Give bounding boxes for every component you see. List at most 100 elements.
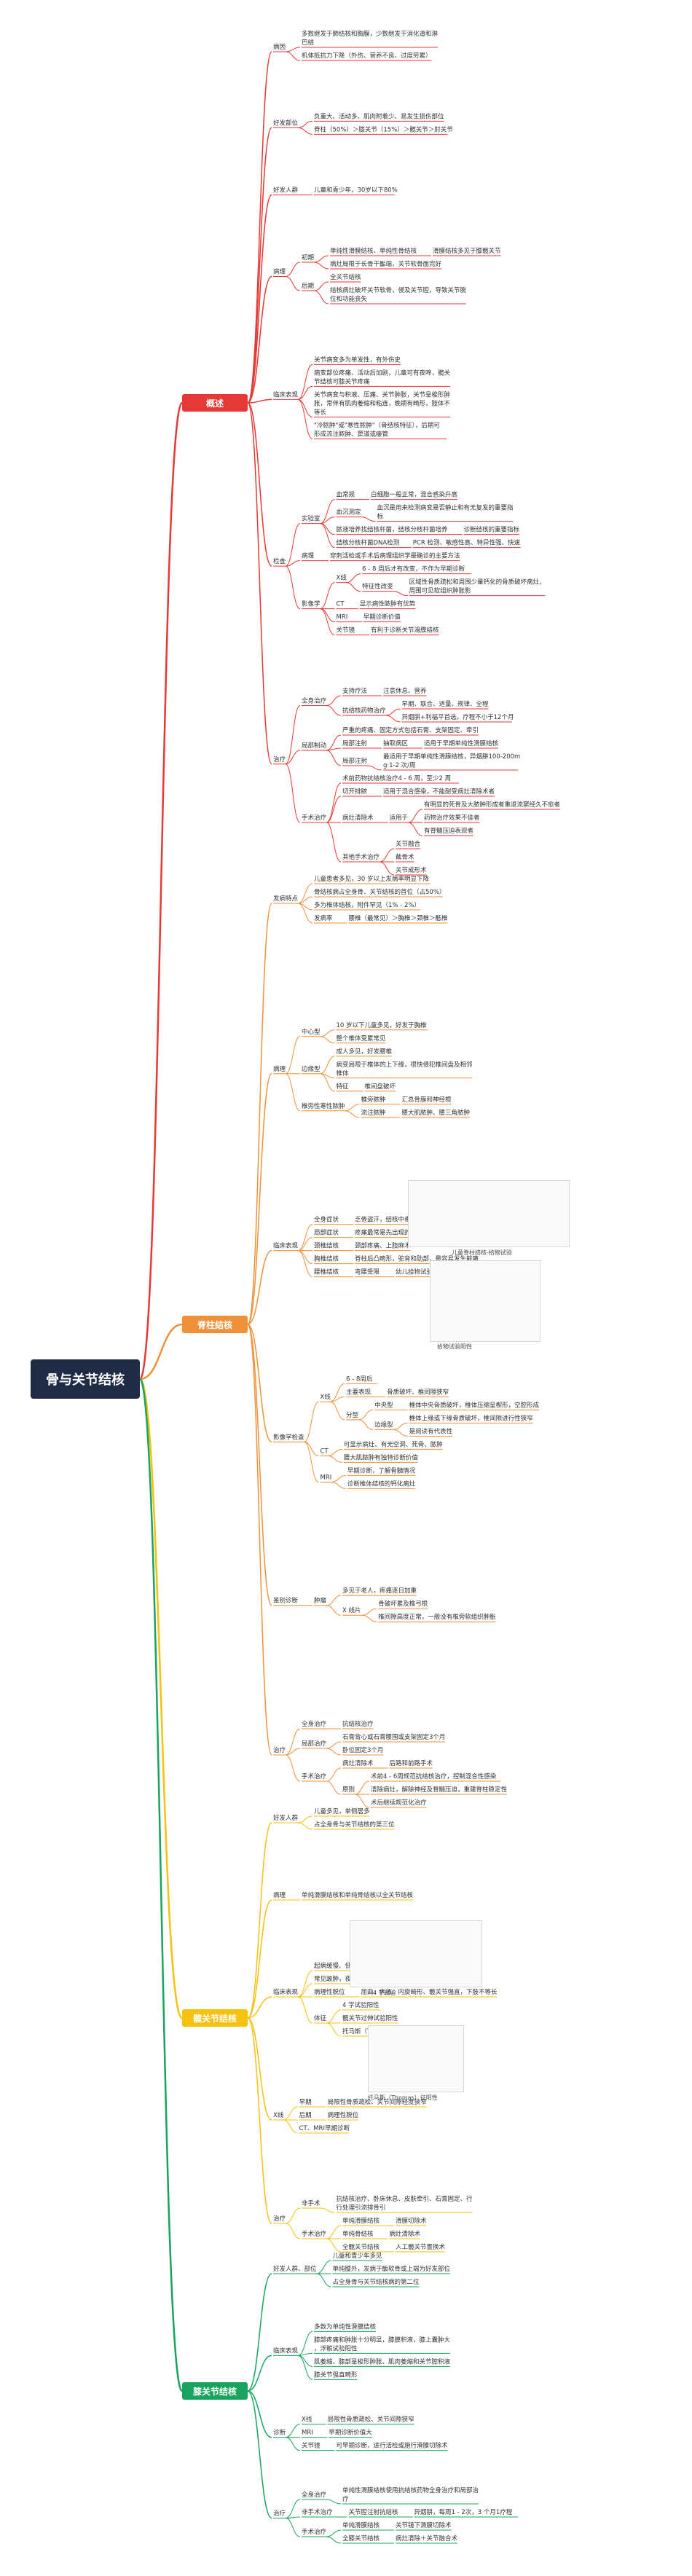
topic-node-d4[interactable]: 骨破坏累及椎弓根	[378, 1600, 428, 1608]
topic-node-d3[interactable]: CT	[337, 601, 345, 608]
topic-node-d2[interactable]: 多为椎体结核，附件罕见（1% - 2%）	[314, 901, 420, 909]
topic-node-d2[interactable]: 局部症状	[314, 1229, 339, 1237]
topic-node-d2[interactable]: 病变部位疼痛、活动后加剧，儿童可有夜啼，髋关节结核可膝关节疼痛	[314, 369, 451, 385]
topic-node-d3[interactable]: 4 字试验阳性	[342, 2001, 380, 2009]
topic-node-d2[interactable]: 早期	[299, 2099, 312, 2106]
topic-node-d1[interactable]: X线	[273, 2111, 284, 2119]
topic-node-d1[interactable]: 好发部位	[273, 119, 299, 127]
branch-topic-2[interactable]: 髋关节结核	[182, 2009, 248, 2027]
topic-node-d2[interactable]: CT	[321, 1448, 329, 1455]
topic-node-d5[interactable]: 区域性骨质疏松和周围少量钙化的骨质破坏病灶，周围可见软组织肿胀影	[409, 578, 546, 595]
topic-node-d3[interactable]: 全髋关节结核	[342, 2243, 380, 2251]
topic-node-d3[interactable]: 抗结核治疗、卧床休息、皮肤牵引、石膏固定、行行处理引流排骨引	[337, 2195, 473, 2212]
topic-node-d4[interactable]: 滑膜结核多见于膝髋关节	[433, 247, 501, 255]
topic-node-d2[interactable]: 初期	[302, 254, 314, 262]
topic-node-d2[interactable]: X线	[302, 2416, 312, 2424]
topic-node-d2[interactable]: 关节镜	[302, 2442, 321, 2450]
root-topic[interactable]: 骨与关节结核	[31, 1359, 140, 1399]
topic-node-d1[interactable]: 治疗	[273, 1746, 286, 1754]
topic-node-d4[interactable]: 边缘型	[374, 1421, 393, 1429]
topic-node-d2[interactable]: 占全身骨与关节结核病的第二位	[333, 2278, 420, 2286]
topic-node-d3[interactable]: 病灶清除术	[342, 814, 374, 822]
topic-node-d2[interactable]: 体征	[314, 2014, 327, 2022]
topic-node-d3[interactable]: 全膝关节结核	[342, 2534, 380, 2542]
topic-node-d3[interactable]: 脊柱后凸畸形，驼背和肋部，最容易发生截瘫	[355, 1255, 479, 1263]
topic-node-d2[interactable]: MRI	[302, 2430, 313, 2437]
topic-node-d3[interactable]: 脓液培养找结核杆菌，结核分枝杆菌培养	[337, 526, 449, 534]
topic-node-d3[interactable]: 诊断椎体结核的钙化病灶	[347, 1480, 416, 1488]
topic-node-d4[interactable]: 显示病性脓肿有优势	[360, 600, 416, 608]
topic-node-d3[interactable]: 局部注射	[342, 739, 368, 747]
topic-node-d1[interactable]: 治疗	[273, 2215, 286, 2223]
topic-node-d2[interactable]: 全身治疗	[302, 697, 327, 705]
topic-node-d1[interactable]: 发病特点	[273, 895, 299, 903]
topic-node-d2[interactable]: 膝关节强直畸形	[314, 2371, 358, 2379]
topic-node-d2[interactable]: 关节病变多为单发性，有外伤史	[314, 356, 401, 364]
topic-node-d2[interactable]: 儿童患者多见，30 岁以上发病率明显下降	[314, 875, 430, 883]
topic-node-d4[interactable]: 注意休息、营养	[383, 687, 427, 695]
topic-node-d2[interactable]: 全身治疗	[302, 2491, 327, 2499]
branch-topic-0[interactable]: 概述	[182, 394, 248, 412]
topic-node-d2[interactable]: 颈椎结核	[314, 1242, 339, 1250]
topic-node-d2[interactable]: 胸椎结核	[314, 1255, 339, 1263]
topic-node-d4[interactable]: 骨质破坏、椎间隙狭窄	[387, 1388, 449, 1396]
topic-node-d3[interactable]: X线	[337, 574, 347, 582]
topic-node-d3[interactable]: 其他手术治疗	[342, 853, 380, 861]
topic-node-d2[interactable]: 局部制动	[302, 742, 327, 750]
topic-node-d2[interactable]: 儿童和青少年，30岁以下80%	[314, 186, 398, 195]
topic-node-d3[interactable]: 整个椎体受累常见	[337, 1034, 387, 1042]
topic-node-d4[interactable]: PCR 检测、敏感性高、特异性强、快速	[413, 539, 521, 547]
topic-node-d3[interactable]: 可显示病灶、有无空洞、死骨、脓肿	[344, 1440, 443, 1448]
topic-node-d3[interactable]: 局限性骨质疏松、关节间隙轻度狭窄	[328, 2098, 427, 2106]
topic-node-d4[interactable]: 6 - 8 周后才有改变，不作为早期诊断	[362, 565, 465, 573]
topic-node-d5[interactable]: 是阅读有代表性	[409, 1427, 453, 1435]
topic-node-d4[interactable]: 诊断结核的重要指标	[464, 526, 520, 534]
topic-node-d5[interactable]: 药物治疗效果不佳者	[424, 814, 480, 822]
topic-node-d1[interactable]: 好发人群	[273, 186, 299, 195]
topic-node-d3[interactable]: X 线片	[342, 1606, 361, 1614]
topic-node-d2[interactable]: 非手术治疗	[302, 2508, 333, 2516]
topic-node-d3[interactable]: 早期诊断，了解骨髓情况	[347, 1466, 416, 1474]
topic-node-d3[interactable]: 多见于老人，疼痛逐日加重	[342, 1587, 417, 1595]
topic-node-d3[interactable]: 髋关节过伸试验阳性	[342, 2014, 398, 2022]
topic-node-d3[interactable]: 单纯滑膜结核	[342, 2521, 380, 2529]
topic-node-d1[interactable]: 治疗	[273, 755, 286, 763]
topic-node-d3[interactable]: 术前药物抗结核治疗4 - 6 周，至少2 周	[342, 774, 451, 782]
topic-node-d2[interactable]: 全身治疗	[302, 1720, 327, 1728]
topic-node-d3[interactable]: 全关节结核	[330, 273, 361, 281]
topic-node-d2[interactable]: 关节病变与积液、压痛、关节肿胀，关节呈梭形肿胀，常伴有肌肉萎缩和粘连，晚期有畸形…	[314, 390, 451, 416]
topic-node-d3[interactable]: 疼痛最常是先出现的症状	[355, 1229, 423, 1237]
topic-node-d1[interactable]: 临床表现	[273, 1242, 299, 1250]
topic-node-d2[interactable]: 后期	[302, 282, 314, 290]
topic-node-d2[interactable]: 机体抵抗力下降（外伤、营养不良、过度劳累）	[302, 52, 432, 60]
topic-node-d3[interactable]: 早期诊断价值大	[329, 2429, 372, 2437]
topic-node-d2[interactable]: 儿童和青少年多见	[333, 2252, 383, 2260]
topic-node-d1[interactable]: 临床表现	[273, 1988, 299, 1996]
topic-node-d5[interactable]: 椎体上缘或下缘骨质破坏，椎间隙进行性狭窄	[409, 1414, 533, 1422]
topic-node-d1[interactable]: 临床表现	[273, 2347, 299, 2355]
topic-node-d2[interactable]: 常见跛肿，夜啼	[314, 1975, 358, 1983]
topic-node-d2[interactable]: 非手术	[302, 2199, 321, 2207]
topic-node-d2[interactable]: 负重大、活动多、肌肉附着少、易发生损伤部位	[314, 112, 444, 120]
branch-topic-1[interactable]: 脊柱结核	[182, 1316, 248, 1333]
topic-node-d5[interactable]: 有明显的死骨及大脓肿形成者重退流窦经久不愈者	[424, 801, 561, 809]
topic-node-d3[interactable]: 局限性骨质疏松、关节间隙狭窄	[328, 2416, 414, 2424]
topic-node-d2[interactable]: CT、MRI早期诊断	[299, 2124, 350, 2132]
topic-node-d4[interactable]: 白细胞一般正常，混合感染升高	[371, 491, 457, 499]
topic-node-d4[interactable]: 适用于	[390, 814, 409, 822]
topic-node-d2[interactable]: 儿童多见，单侧居多	[314, 1807, 370, 1815]
topic-node-d2[interactable]: 实验室	[302, 515, 321, 523]
topic-node-d3[interactable]: 结核病灶破坏关节软骨，侵及关节腔，导致关节脱位和功能丧失	[330, 286, 467, 303]
topic-node-d5[interactable]: 椎体中央骨质破坏，椎体压缩呈楔形，空腔形成	[409, 1401, 540, 1409]
topic-node-d2[interactable]: 全身症状	[314, 1216, 339, 1224]
topic-node-d2[interactable]: 发病率	[314, 914, 333, 922]
topic-node-d1[interactable]: 检查	[273, 557, 286, 565]
topic-node-d2[interactable]: 手术治疗	[302, 814, 327, 822]
topic-node-d2[interactable]: 骨结核病占全身骨、关节结核的首位（占50%）	[314, 888, 445, 896]
topic-node-d3[interactable]: 可早期诊断，进行活检或施行滑膜切除术	[337, 2442, 449, 2450]
topic-node-d4[interactable]: 特征性改变	[362, 583, 393, 591]
topic-node-d4[interactable]: 异烟肼+利福平首选，疗程不小于12个月	[402, 713, 514, 721]
topic-node-d4[interactable]: 清除病灶，解除神经及脊髓压迫，重建脊柱稳定性	[371, 1786, 508, 1794]
topic-node-d3[interactable]: 10 岁以下儿童多见，好发于胸椎	[337, 1021, 428, 1029]
topic-node-d1[interactable]: 影像学检查	[273, 1433, 304, 1441]
